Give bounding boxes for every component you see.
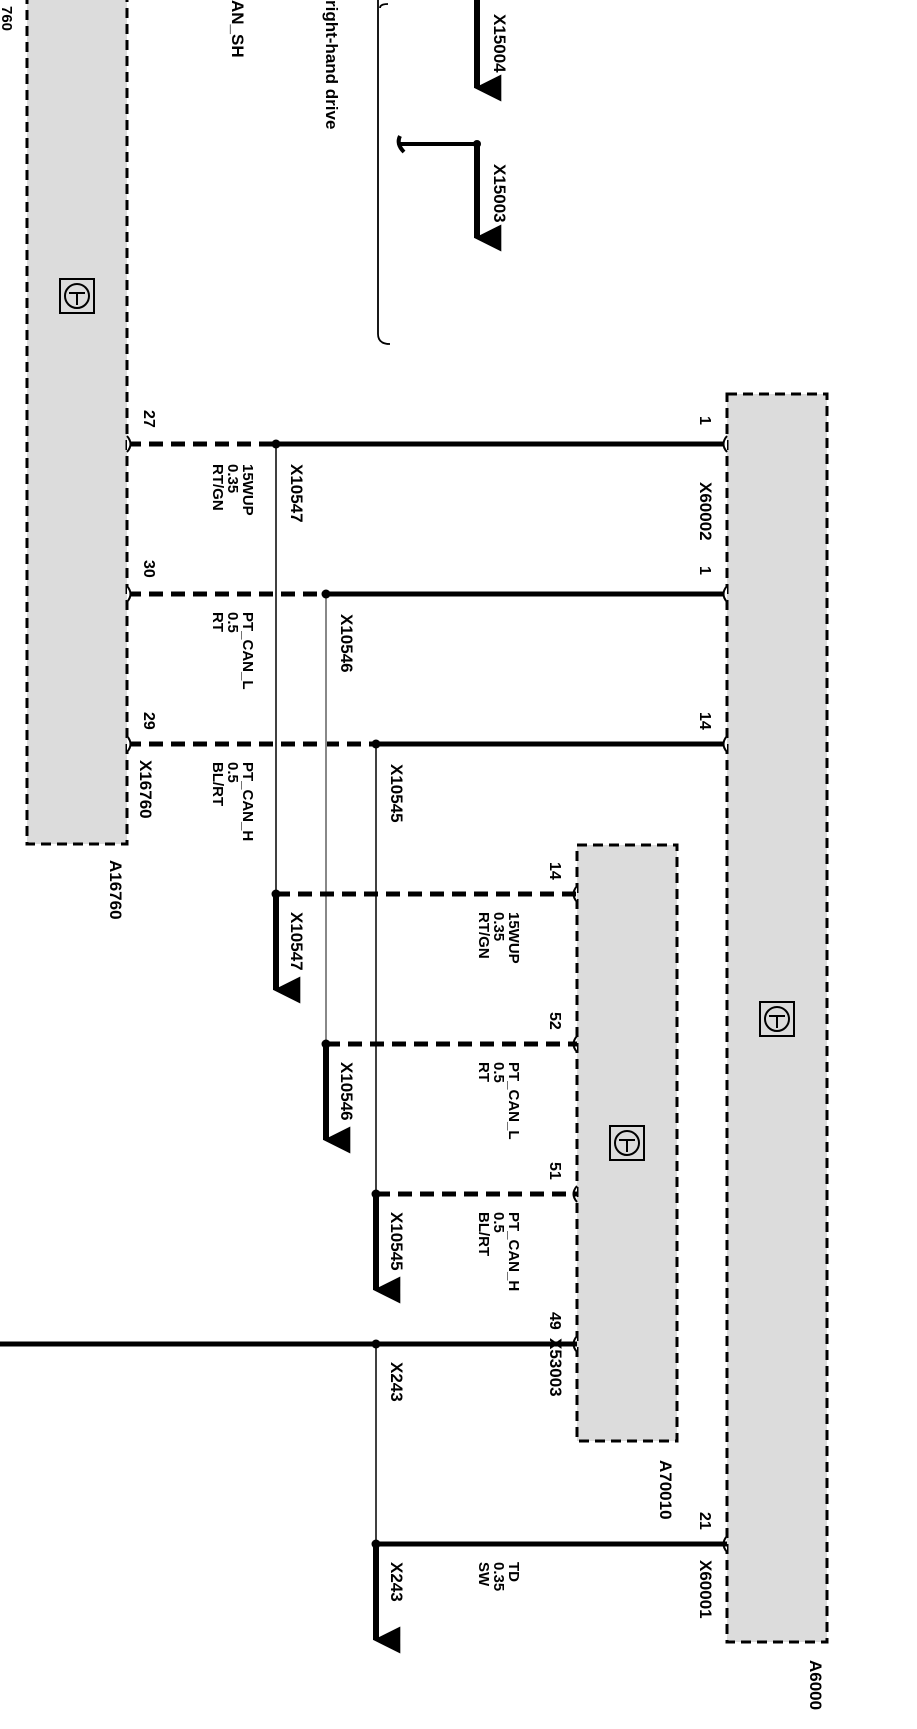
svg-text:PT_CAN_L: PT_CAN_L <box>505 1062 522 1140</box>
svg-text:15WUP: 15WUP <box>505 912 522 964</box>
wire-spec-pt-can-h-b: PT_CAN_H 0.5 BL/RT <box>475 1212 522 1291</box>
svg-text:0.5: 0.5 <box>224 762 241 783</box>
svg-text:BL/RT: BL/RT <box>209 762 226 806</box>
wire-spec-pt-can-l-b: PT_CAN_L 0.5 RT <box>475 1062 522 1140</box>
module-a6000-icon <box>759 1001 795 1037</box>
module-a70010-icon <box>609 1125 645 1161</box>
module-a70010-connector: X53003 <box>546 1338 565 1397</box>
svg-text:15WUP: 15WUP <box>239 464 256 516</box>
rhd-bracket <box>377 0 391 345</box>
wire-spec-pt-can-l: PT_CAN_L 0.5 RT <box>209 612 256 690</box>
svg-text:0.5: 0.5 <box>490 1212 507 1233</box>
module-a6000-connector-bottom: X60001 <box>696 1560 715 1619</box>
pin-a16760-27: 27 <box>140 410 157 428</box>
pin-a16760-30: 30 <box>140 560 157 578</box>
svg-text:RT/GN: RT/GN <box>209 464 226 511</box>
pin-a6000-1a: 1 <box>696 416 713 425</box>
module-a6000-name: A6000 <box>806 1660 825 1710</box>
svg-text:TD: TD <box>505 1562 522 1582</box>
wire-spec-15wup: 15WUP 0.35 RT/GN <box>209 464 256 516</box>
wire-spec-15wup-b: 15WUP 0.35 RT/GN <box>475 912 522 964</box>
module-a70010-name: A70010 <box>656 1460 675 1520</box>
splice-label-x10545-top: X10545 <box>387 764 406 823</box>
hook-x15003 <box>396 135 477 154</box>
svg-text:PT_CAN_H: PT_CAN_H <box>239 762 256 841</box>
splice-label-x10547-top: X10547 <box>287 464 306 523</box>
pin-a70010-49: 49 <box>546 1312 563 1330</box>
module-a16760-box <box>25 0 129 846</box>
label-top-corner: 760 <box>0 6 15 31</box>
splice-label-x10547-bottom: X10547 <box>287 912 306 971</box>
wire-spec-pt-can-h: PT_CAN_H 0.5 BL/RT <box>209 762 256 841</box>
module-a16760-name: A16760 <box>106 860 125 920</box>
pin-a16760-29: 29 <box>140 712 157 730</box>
splice-label-x10545-bottom: X10545 <box>387 1212 406 1271</box>
rhd-bracket-tick <box>379 3 389 9</box>
module-a6000-connector-top: X60002 <box>696 482 715 541</box>
svg-text:0.5: 0.5 <box>224 612 241 633</box>
splice-label-x243-top: X243 <box>387 1362 406 1402</box>
svg-text:PT_CAN_H: PT_CAN_H <box>505 1212 522 1291</box>
label-right-hand-drive: right-hand drive <box>322 0 341 129</box>
svg-text:BL/RT: BL/RT <box>475 1212 492 1256</box>
splice-label-x10546-bottom: X10546 <box>337 1062 356 1121</box>
pin-a70010-14: 14 <box>546 862 563 880</box>
svg-text:SW: SW <box>475 1562 492 1587</box>
svg-text:0.35: 0.35 <box>490 1562 507 1591</box>
pin-a6000-14: 14 <box>696 712 713 730</box>
splice-label-x15004: X15004 <box>490 14 509 73</box>
svg-text:RT: RT <box>209 612 226 632</box>
svg-text:PT_CAN_L: PT_CAN_L <box>239 612 256 690</box>
svg-text:0.5: 0.5 <box>490 1062 507 1083</box>
svg-text:RT/GN: RT/GN <box>475 912 492 959</box>
wire-spec-td: TD 0.35 SW <box>475 1562 522 1591</box>
pin-a6000-1b: 1 <box>696 566 713 575</box>
pin-a6000-21: 21 <box>696 1512 713 1530</box>
splice-label-x243-bottom: X243 <box>387 1562 406 1602</box>
splice-label-x10546-top: X10546 <box>337 614 356 673</box>
pin-a70010-51: 51 <box>546 1162 563 1180</box>
label-can-sh: AN_SH <box>228 0 247 58</box>
module-a16760-icon <box>59 278 95 314</box>
svg-text:RT: RT <box>475 1062 492 1082</box>
splice-label-x15003: X15003 <box>490 164 509 223</box>
module-a16760-connector: X16760 <box>136 760 155 819</box>
svg-text:0.35: 0.35 <box>224 464 241 493</box>
pin-a70010-52: 52 <box>546 1012 563 1030</box>
svg-text:0.35: 0.35 <box>490 912 507 941</box>
